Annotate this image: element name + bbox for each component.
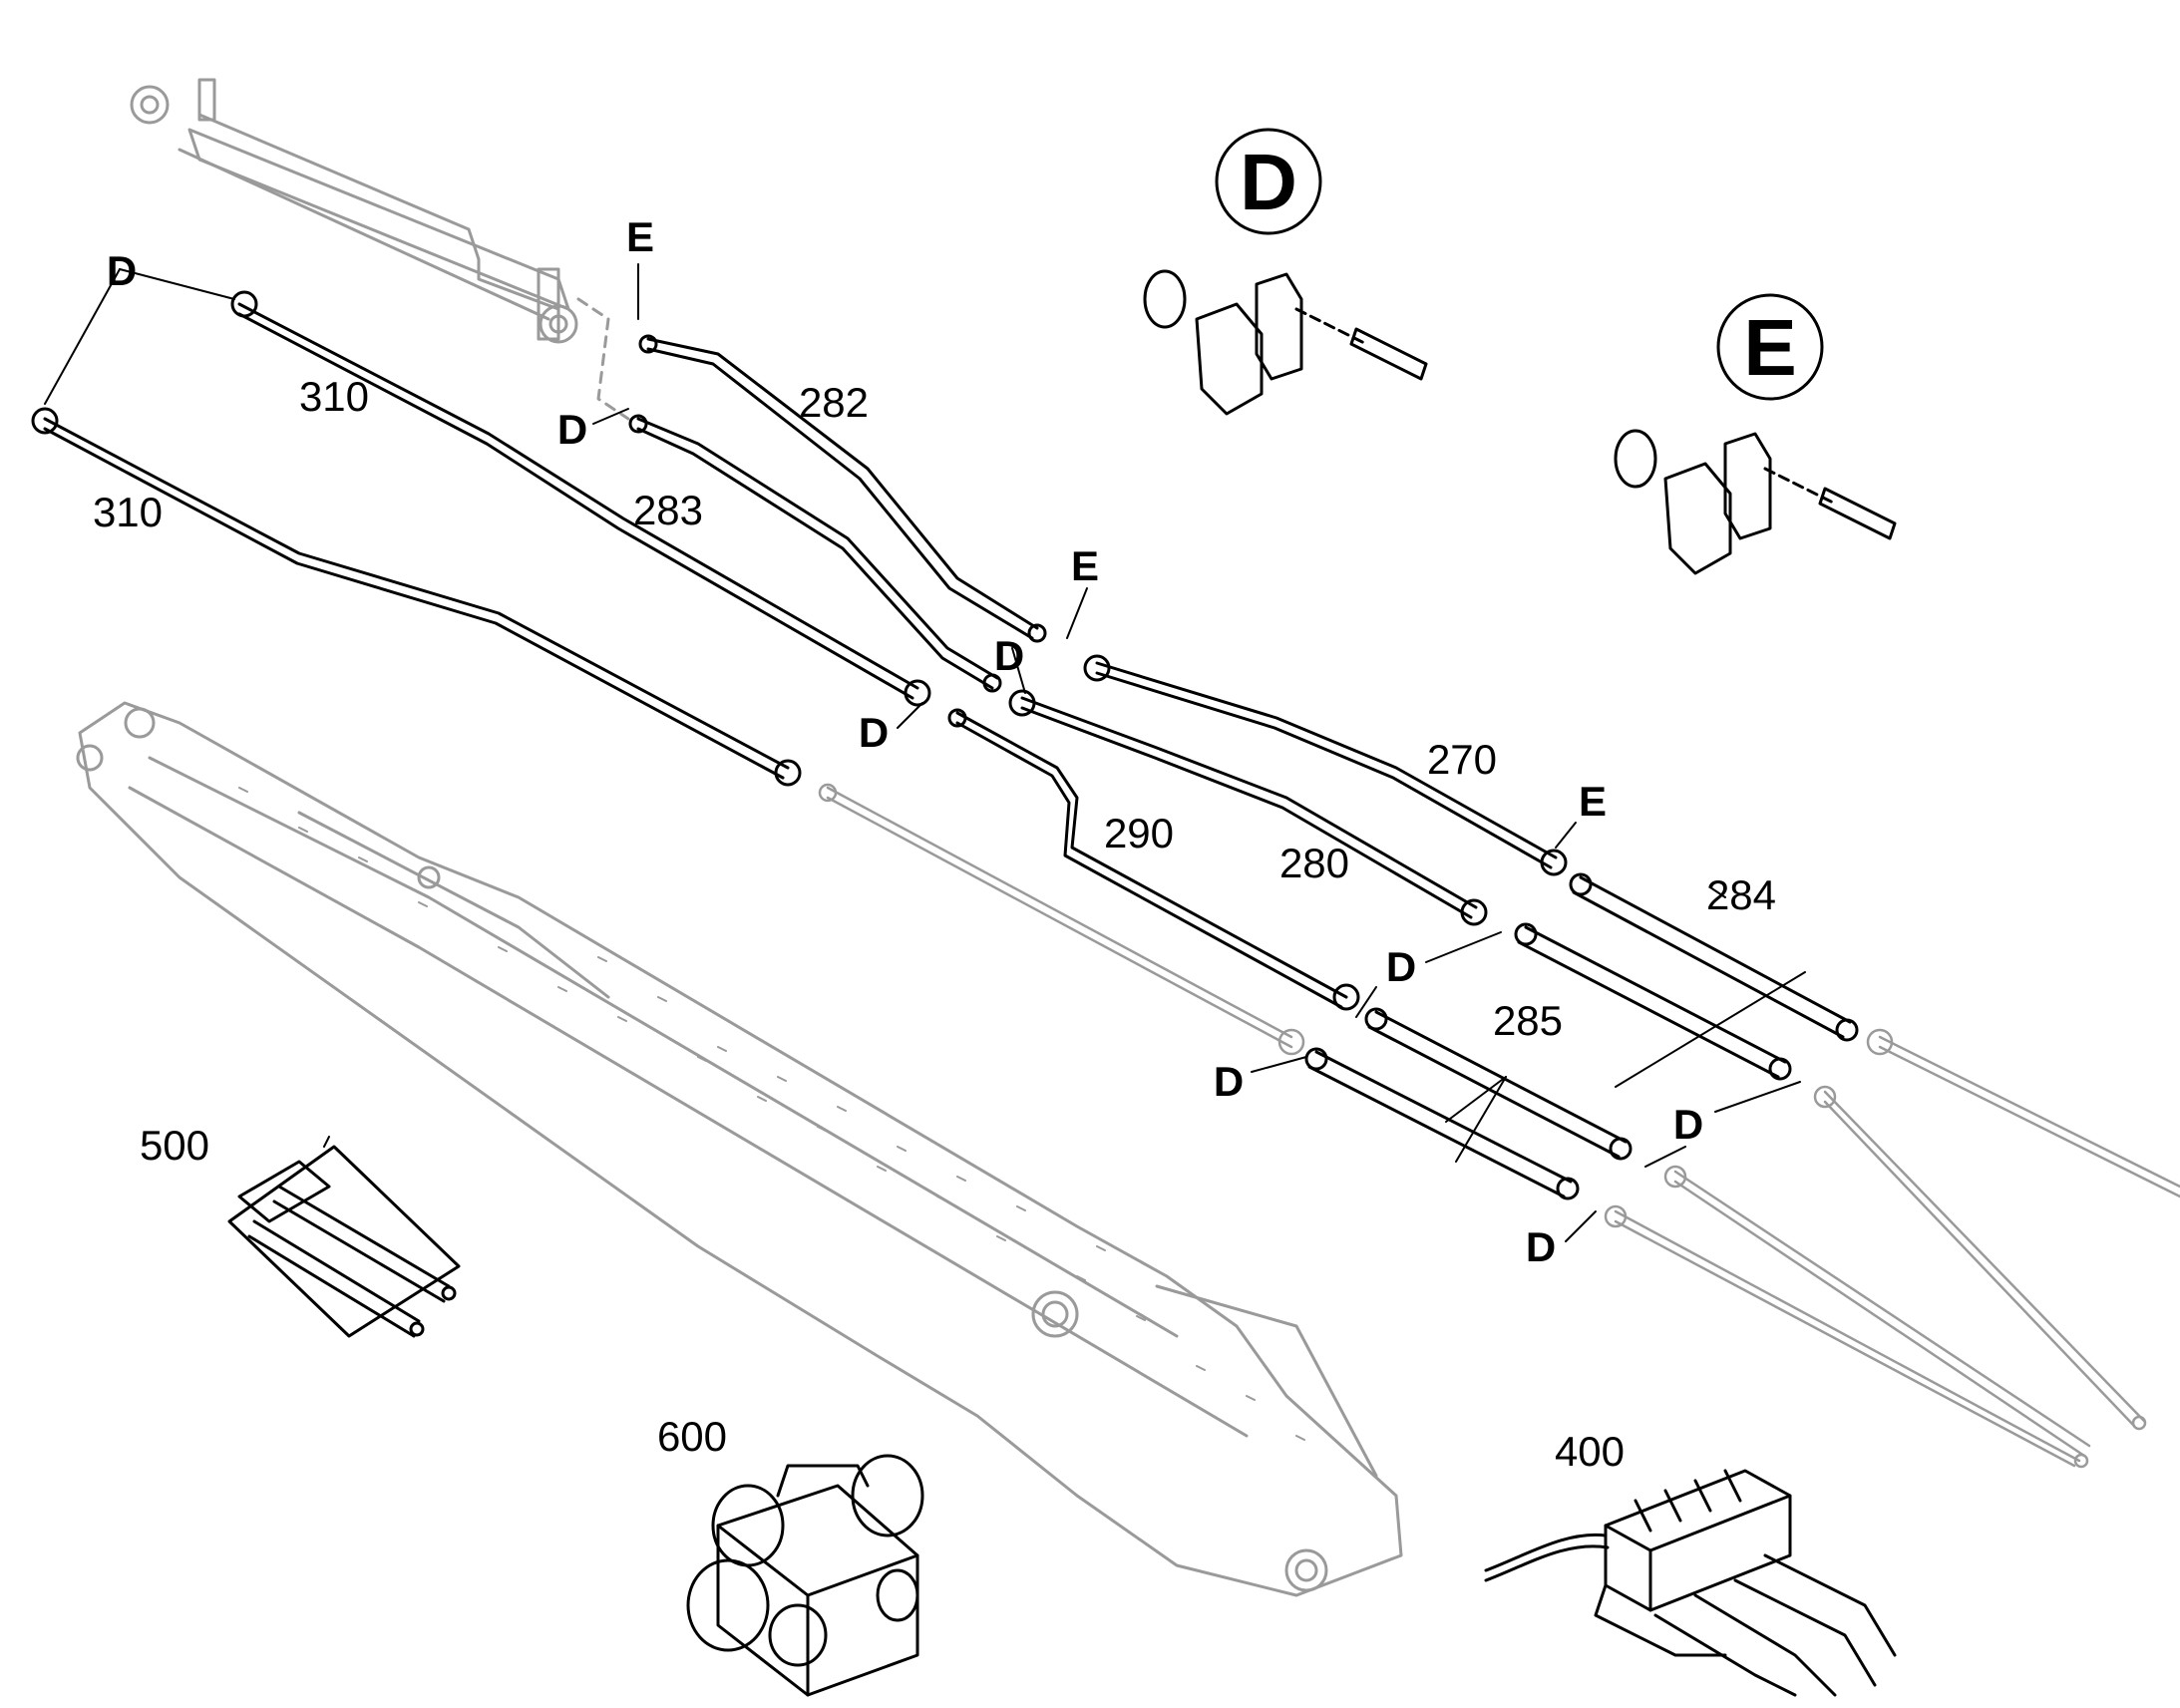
part-label-283: 283 <box>633 487 703 533</box>
marker-e-284: E <box>1579 778 1607 825</box>
part-label-290: 290 <box>1104 810 1174 856</box>
manifold-600 <box>686 1454 924 1697</box>
marker-d-310: D <box>107 247 137 294</box>
marker-d-right-upper: D <box>1673 1101 1703 1148</box>
part-label-270: 270 <box>1427 736 1497 783</box>
valve-block-400 <box>1484 1469 1897 1697</box>
hose-285-c <box>1304 1047 1580 1200</box>
part-label-285: 285 <box>1493 997 1563 1044</box>
part-label-310-upper: 310 <box>299 373 369 420</box>
detail-callout-e: E <box>1716 293 1824 401</box>
hose-285-b <box>1364 1007 1633 1161</box>
marker-e-282-top: E <box>626 213 654 260</box>
flange-kit-d <box>1143 269 1428 416</box>
tube-310-upper <box>230 290 931 707</box>
leader-lines <box>44 263 1806 1242</box>
detail-callout-d-text: D <box>1240 138 1297 226</box>
tube-310-lower <box>31 407 802 787</box>
hose-284 <box>1569 872 1859 1042</box>
detail-callout-e-text: E <box>1743 303 1796 392</box>
bracket-500 <box>227 1145 461 1338</box>
part-label-500: 500 <box>140 1122 209 1169</box>
marker-d-280: D <box>994 632 1024 679</box>
part-label-400: 400 <box>1555 1428 1625 1475</box>
tube-280 <box>1008 689 1488 926</box>
part-label-284: 284 <box>1706 871 1776 918</box>
detail-callout-d: D <box>1215 128 1322 235</box>
marker-d-285-lower: D <box>1214 1058 1244 1105</box>
ghost-lines <box>818 783 2180 1469</box>
part-label-600: 600 <box>657 1413 727 1460</box>
flange-kit-e <box>1614 429 1897 575</box>
marker-d-right-lower: D <box>1526 1223 1556 1270</box>
hose-282 <box>638 334 1047 643</box>
boom-arm <box>76 701 1403 1597</box>
hose-283 <box>628 414 1002 693</box>
tube-290 <box>947 708 1360 1011</box>
marker-d-285-upper: D <box>1386 943 1416 990</box>
marker-e-270: E <box>1071 542 1099 589</box>
part-label-280: 280 <box>1279 840 1349 886</box>
tube-270 <box>1083 654 1568 876</box>
part-label-282: 282 <box>799 379 869 426</box>
boom-cylinder <box>130 78 630 421</box>
marker-d-290: D <box>859 709 889 756</box>
marker-d-283-top: D <box>557 406 587 453</box>
part-label-310-lower: 310 <box>93 489 163 535</box>
hose-285-a <box>1514 922 1792 1081</box>
